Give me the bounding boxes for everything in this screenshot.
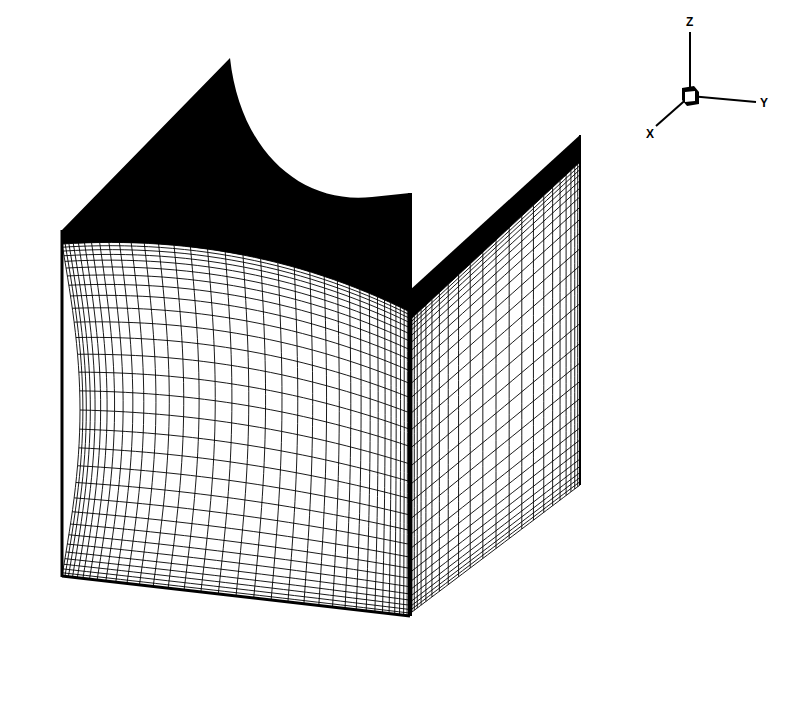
mesh-line bbox=[80, 410, 410, 464]
left-surface-mesh bbox=[62, 242, 410, 616]
mesh-line bbox=[412, 398, 580, 533]
mesh-line bbox=[412, 428, 580, 560]
axis-label: Y bbox=[760, 97, 768, 109]
axis-triad bbox=[656, 32, 756, 126]
triad-cube-face bbox=[685, 91, 695, 102]
mesh-line bbox=[74, 498, 410, 545]
axis-label: Z bbox=[686, 16, 693, 28]
mesh-line bbox=[79, 448, 410, 499]
mesh-line bbox=[69, 284, 410, 349]
mesh-line bbox=[64, 564, 410, 605]
mesh-line bbox=[412, 466, 580, 595]
mesh-line bbox=[70, 524, 410, 568]
mesh-line bbox=[412, 414, 580, 547]
y-axis bbox=[690, 96, 756, 102]
mesh-line bbox=[80, 391, 410, 447]
left-wall-top-face bbox=[62, 58, 410, 312]
mesh-line bbox=[412, 485, 580, 612]
right-wall-top-face bbox=[410, 135, 580, 318]
mesh-line bbox=[67, 544, 410, 587]
mesh-line bbox=[412, 440, 580, 571]
mesh-line bbox=[79, 372, 410, 429]
mesh-line bbox=[78, 354, 410, 413]
mesh-line bbox=[63, 569, 410, 610]
bottom-edge bbox=[62, 576, 410, 616]
mesh-line bbox=[412, 324, 580, 466]
mesh-line bbox=[72, 512, 410, 557]
mesh-line bbox=[78, 466, 410, 515]
mesh-line bbox=[412, 284, 580, 429]
mesh-line bbox=[412, 343, 580, 483]
triad-cube bbox=[682, 86, 699, 106]
z-axis bbox=[689, 32, 691, 96]
mesh-line bbox=[76, 482, 410, 530]
mesh-line bbox=[412, 169, 580, 324]
mesh-line bbox=[412, 482, 580, 609]
mesh-line bbox=[80, 429, 410, 481]
axis-label: X bbox=[646, 128, 654, 140]
mesh-line bbox=[74, 322, 410, 384]
mesh-line bbox=[412, 188, 580, 342]
mesh-line bbox=[66, 552, 410, 594]
mesh-line bbox=[412, 472, 580, 600]
step-edge bbox=[408, 193, 412, 616]
mesh-line bbox=[412, 181, 580, 335]
mesh-line bbox=[412, 165, 580, 321]
mesh-line bbox=[412, 459, 580, 588]
mesh-line bbox=[63, 573, 410, 613]
mesh-line bbox=[412, 219, 580, 370]
mesh-line bbox=[412, 478, 580, 606]
mesh-line bbox=[412, 450, 580, 580]
right-edge bbox=[579, 135, 581, 485]
left-edge bbox=[61, 230, 64, 577]
mesh-line bbox=[72, 308, 410, 371]
mesh-line bbox=[412, 304, 580, 447]
mesh-line bbox=[412, 233, 580, 383]
mesh-line bbox=[62, 576, 410, 616]
